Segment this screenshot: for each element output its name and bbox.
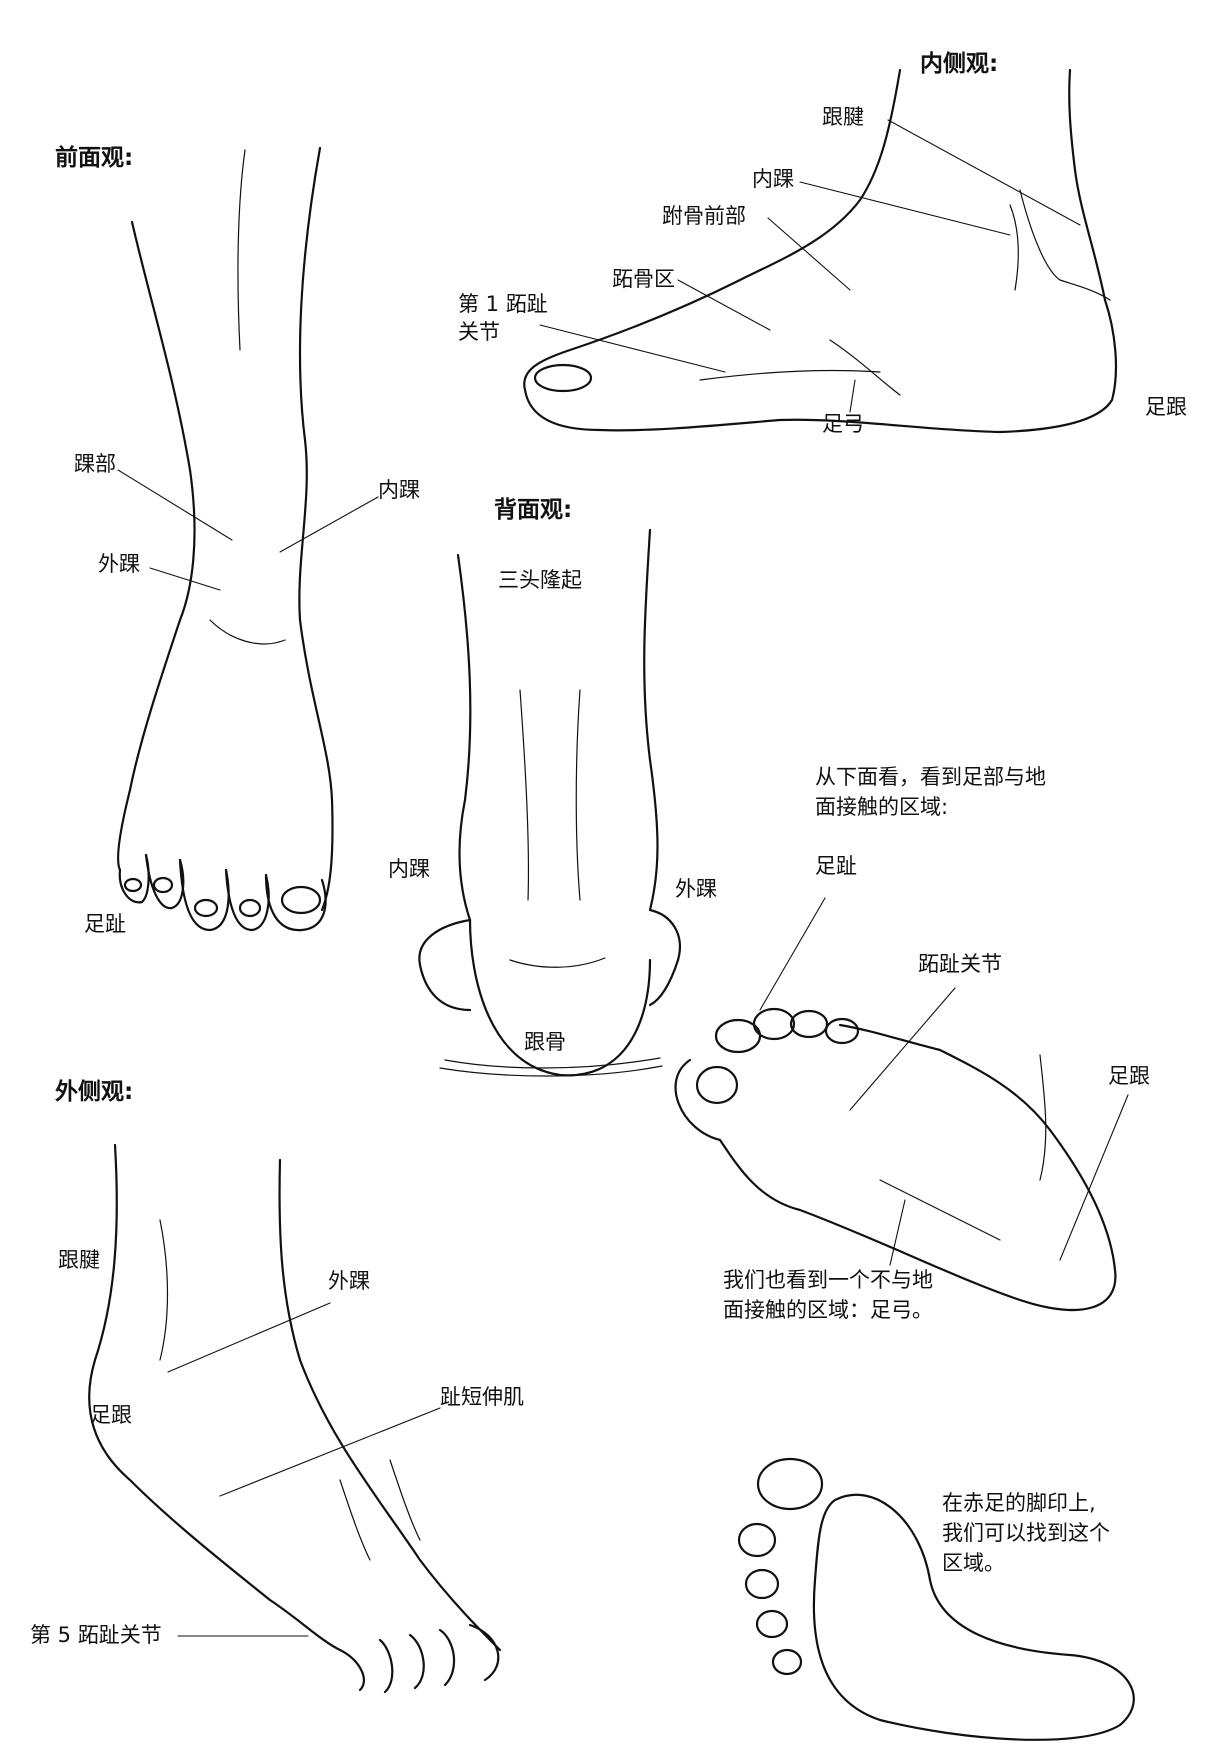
medial-view-drawing [523,68,1118,434]
medial-heel-label: 足跟 [1145,395,1187,419]
bottom-note2-line-1: 我们也看到一个不与地 [723,1268,933,1292]
medial-achilles-label: 跟腱 [822,105,864,129]
footprint-note-line-1: 在赤足的脚印上, [942,1491,1096,1515]
lateral-view-drawing [88,1143,502,1694]
bottom-view-drawing [674,897,1129,1312]
front-toes-label: 足趾 [84,912,126,936]
bottom-note-line-2: 面接触的区域: [815,795,949,819]
back-triceps-label: 三头隆起 [498,568,582,592]
footprint-note-line-2: 我们可以找到这个 [942,1521,1110,1545]
medial-metatarsal-label: 跖骨区 [612,267,675,291]
lateral-heel-label: 足跟 [90,1403,132,1427]
bottom-joints-label: 跖趾关节 [918,952,1002,976]
back-view-title: 背面观: [494,497,573,523]
lateral-achilles-label: 跟腱 [58,1248,100,1272]
medial-tarsal-front-label: 跗骨前部 [662,204,746,228]
medial-arch-label: 足弓 [822,412,864,436]
back-medial-malleolus-label: 内踝 [388,857,430,881]
back-calcaneus-label: 跟骨 [524,1030,566,1054]
footprint-note-line-3: 区域。 [942,1551,1005,1575]
front-ankle-label: 踝部 [74,452,116,476]
back-lateral-malleolus-label: 外踝 [675,877,717,901]
lateral-extensor-label: 趾短伸肌 [440,1385,524,1409]
lateral-malleolus-label: 外踝 [328,1269,370,1293]
bottom-note2-line-2: 面接触的区域：足弓。 [723,1298,933,1322]
front-view-title: 前面观: [55,145,134,171]
front-view-drawing [116,146,379,932]
front-lateral-malleolus-label: 外踝 [98,552,140,576]
back-view-drawing [418,528,681,1077]
lateral-view-title: 外侧观: [55,1079,134,1105]
medial-first-joint-label-2: 关节 [458,320,500,344]
medial-view-title: 内侧观: [920,51,999,77]
bottom-heel-label: 足跟 [1108,1064,1150,1088]
bottom-toes-label: 足趾 [815,854,857,878]
medial-malleolus-label: 内踝 [752,167,794,191]
lateral-fifth-joint-label: 第 5 跖趾关节 [30,1623,162,1647]
footprint-drawing [737,1457,1135,1741]
medial-first-joint-label-1: 第 1 跖趾 [458,292,548,316]
front-medial-malleolus-label: 内踝 [378,478,420,502]
bottom-note-line-1: 从下面看，看到足部与地 [815,765,1046,789]
